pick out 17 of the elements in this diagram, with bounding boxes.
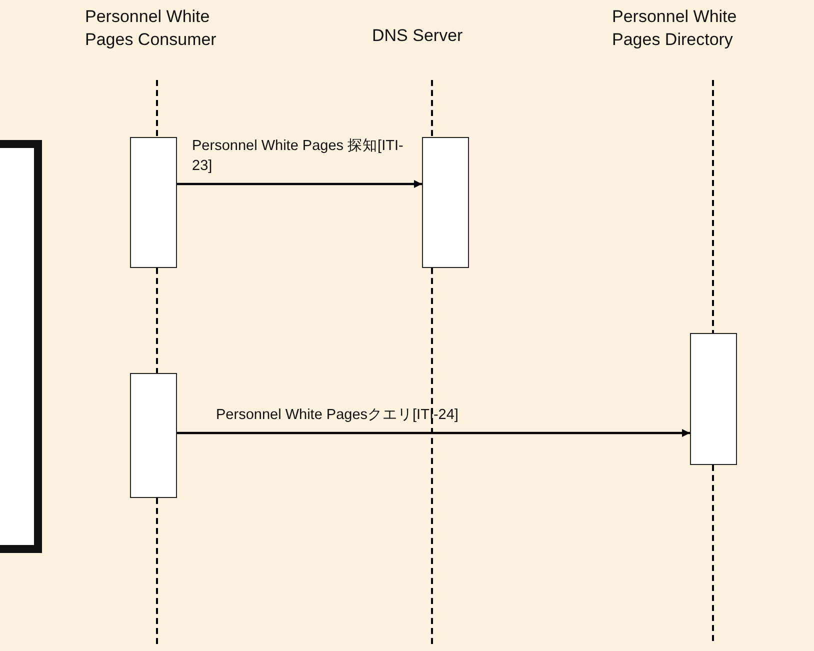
lifeline [712,80,714,333]
participant-label: DNS Server [372,24,463,47]
message-label: Personnel White Pages 探知[ITI-23] [192,137,404,176]
participant-label: Personnel White Pages Consumer [85,5,245,51]
participant-label: Personnel White Pages Directory [612,5,787,51]
activation-box [422,137,469,268]
lifeline [431,268,433,645]
lifeline [156,80,158,137]
activation-box [130,373,177,498]
message-arrow [177,180,422,188]
lifeline [156,498,158,645]
activation-box [130,137,177,268]
message-label: Personnel White Pagesクエリ[ITI-24] [216,406,458,425]
lifeline [431,80,433,137]
lifeline [156,268,158,373]
message-arrow [177,429,690,437]
activation-box [690,333,737,465]
